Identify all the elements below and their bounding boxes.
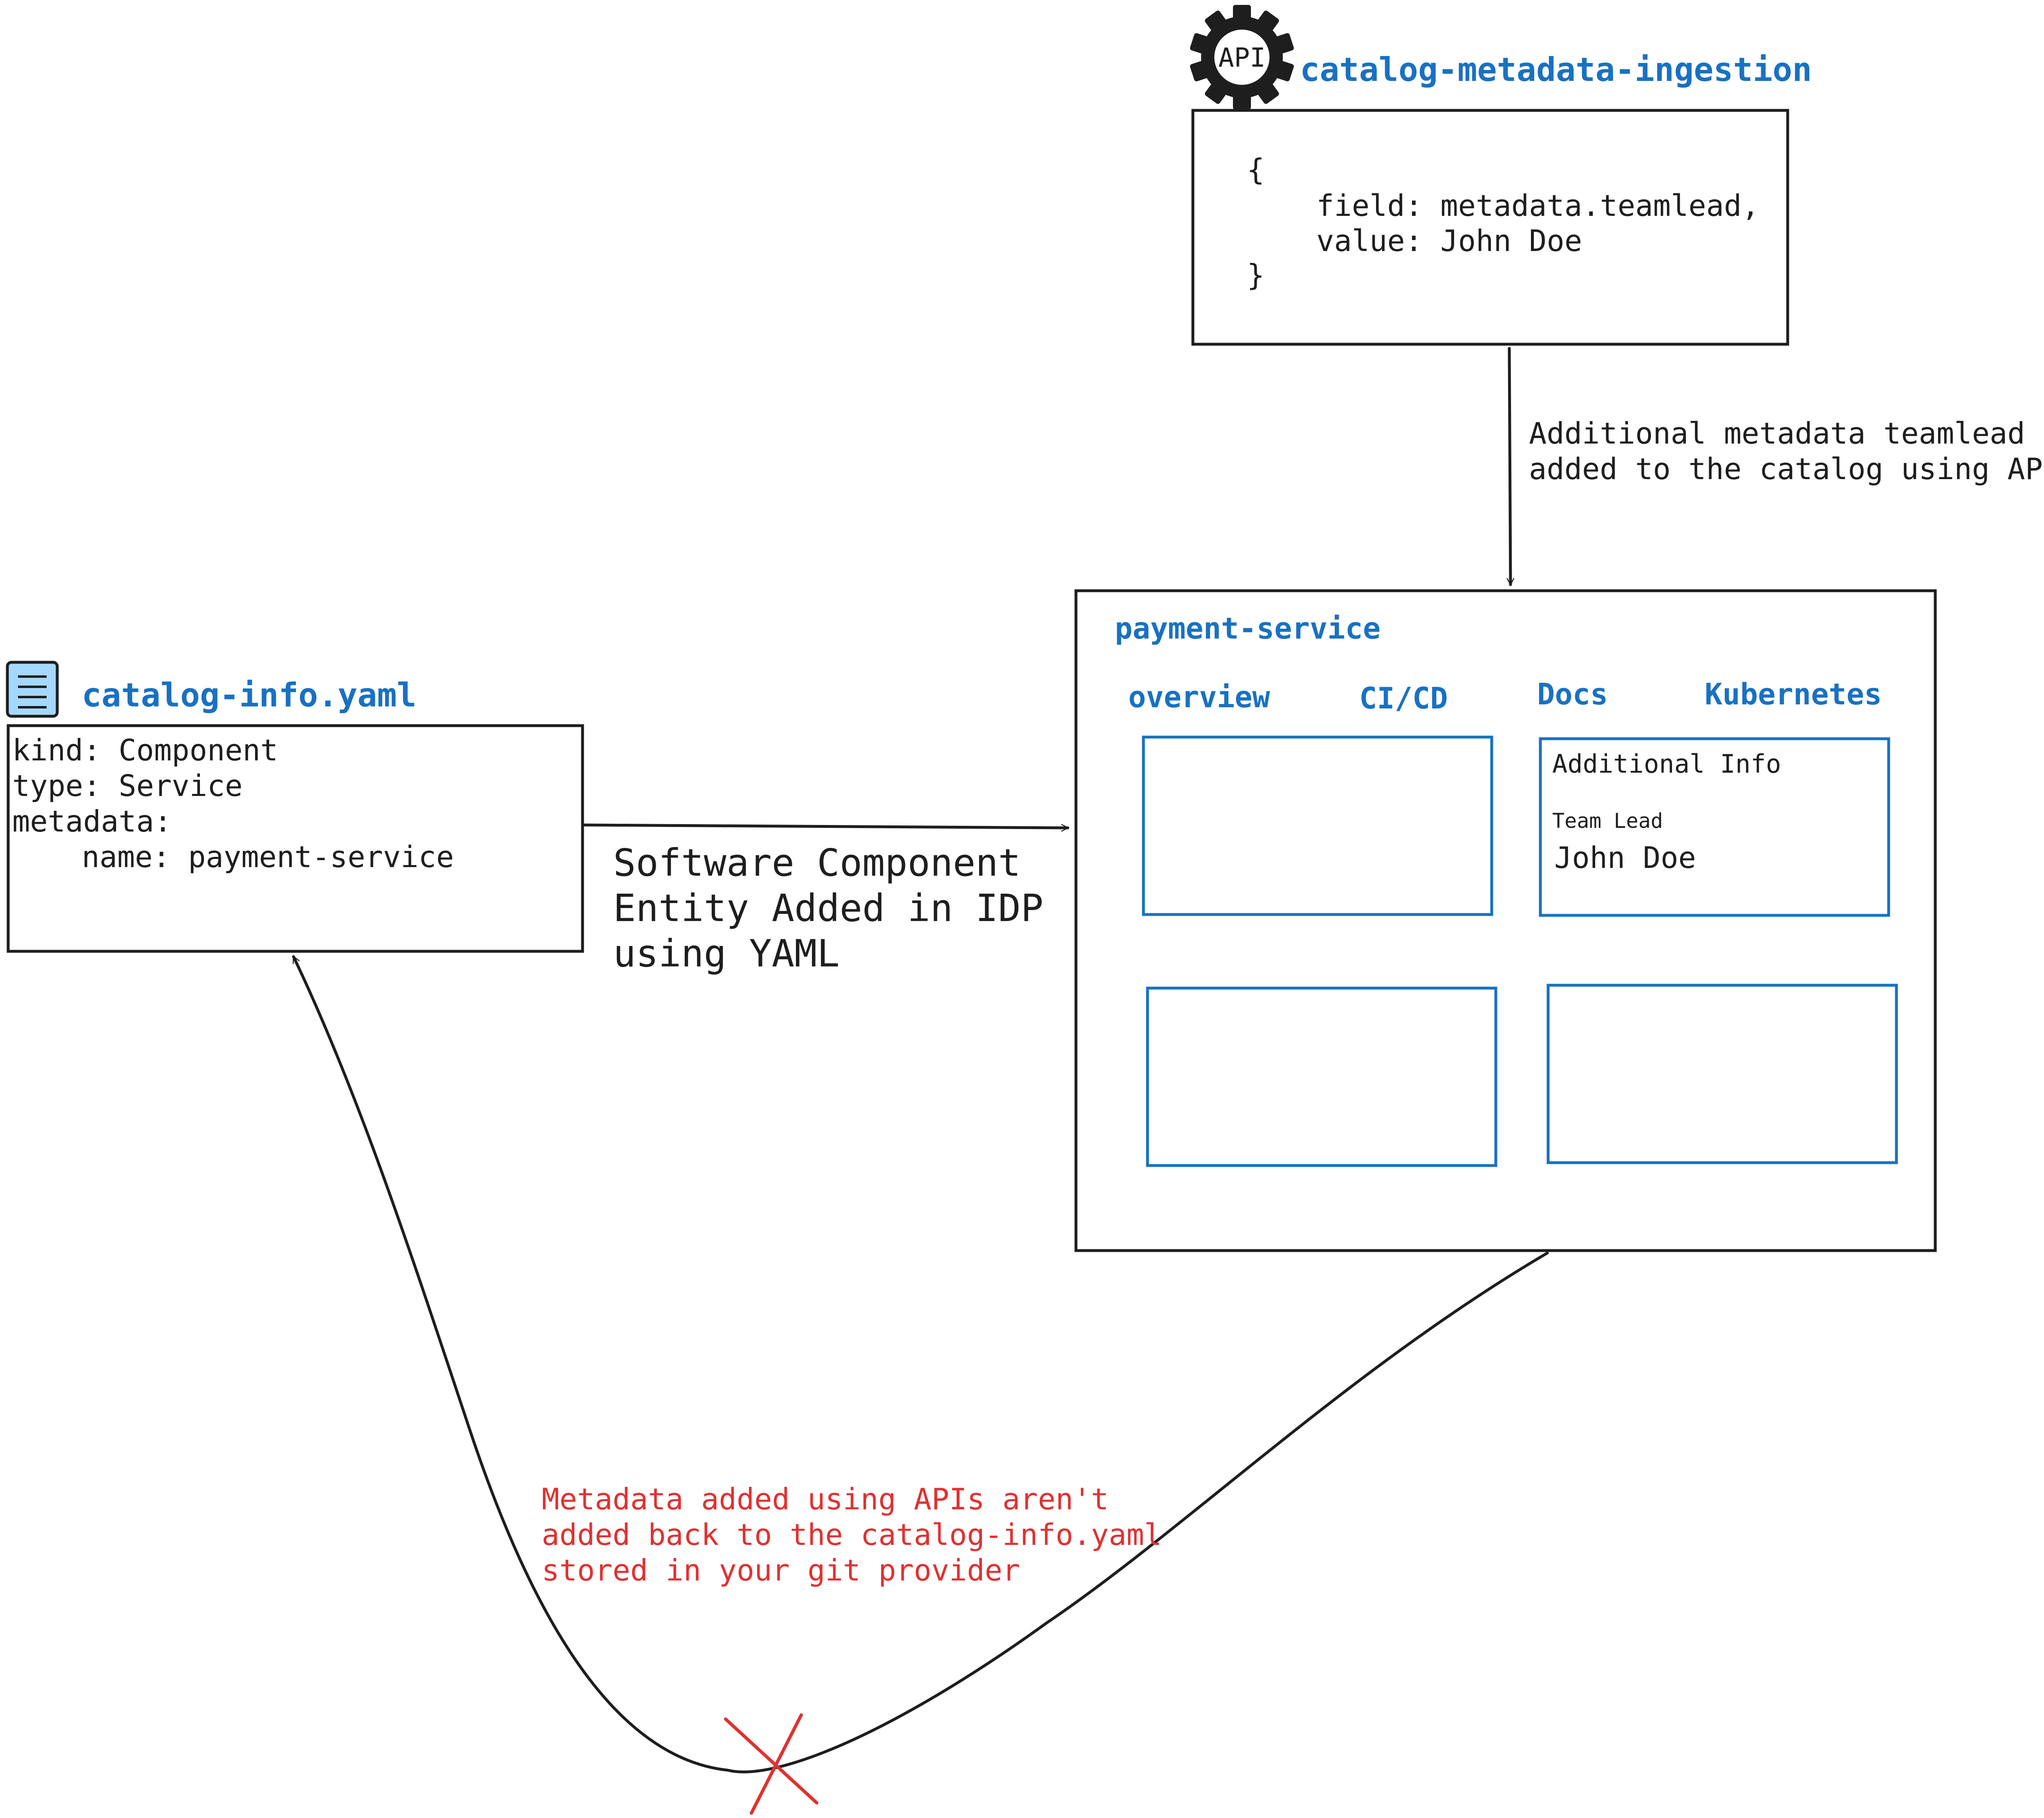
git-note-line: added back to the catalog-info.yaml — [542, 1518, 1162, 1552]
api-gear-icon: API — [1190, 5, 1294, 110]
api-payload-line: value: John Doe — [1316, 224, 1582, 258]
info-card-heading: Additional Info — [1552, 749, 1781, 779]
api-service-title: catalog-metadata-ingestion — [1300, 51, 1812, 89]
placeholder-card — [1146, 986, 1497, 1167]
yaml-note-line: Entity Added in IDP — [613, 886, 1043, 930]
git-note-line: stored in your git provider — [542, 1553, 1020, 1587]
tab-ci-cd[interactable]: CI/CD — [1359, 681, 1448, 715]
entity-page-title: payment-service — [1115, 611, 1381, 646]
sync-blocked-x-icon — [724, 1713, 818, 1815]
git-note-line: Metadata added using APIs aren't — [542, 1482, 1109, 1516]
yaml-line: type: Service — [12, 769, 243, 803]
api-note-line: Additional metadata teamlead — [1529, 416, 2025, 451]
api-icon-label: API — [1218, 43, 1266, 73]
api-payload-line: { — [1247, 152, 1264, 187]
tab-overview[interactable]: overview — [1128, 680, 1270, 714]
yaml-file-title: catalog-info.yaml — [82, 676, 417, 714]
yaml-note-line: Software Component — [613, 841, 1021, 885]
api-payload-line: } — [1247, 258, 1264, 292]
yaml-file-box — [7, 724, 584, 953]
yaml-to-catalog-arrow — [583, 823, 1069, 832]
git-sync-curve — [292, 955, 1549, 1773]
yaml-note-line: using YAML — [613, 932, 840, 975]
api-to-catalog-arrow — [1506, 347, 1515, 586]
info-field-value: John Doe — [1554, 841, 1696, 875]
document-icon — [6, 661, 59, 718]
placeholder-card — [1546, 984, 1898, 1164]
api-note-line: added to the catalog using APIs — [1529, 452, 2044, 486]
additional-info-card — [1539, 737, 1890, 917]
overview-card — [1142, 735, 1493, 916]
yaml-line: metadata: — [12, 804, 172, 838]
info-field-label: Team Lead — [1552, 809, 1663, 833]
tab-docs[interactable]: Docs — [1537, 677, 1608, 711]
tab-kubernetes[interactable]: Kubernetes — [1705, 677, 1882, 711]
api-payload-box — [1191, 109, 1789, 346]
yaml-line: kind: Component — [12, 733, 278, 767]
yaml-line: name: payment-service — [82, 840, 454, 874]
entity-page-box — [1074, 589, 1937, 1252]
api-payload-line: field: metadata.teamlead, — [1316, 188, 1759, 223]
